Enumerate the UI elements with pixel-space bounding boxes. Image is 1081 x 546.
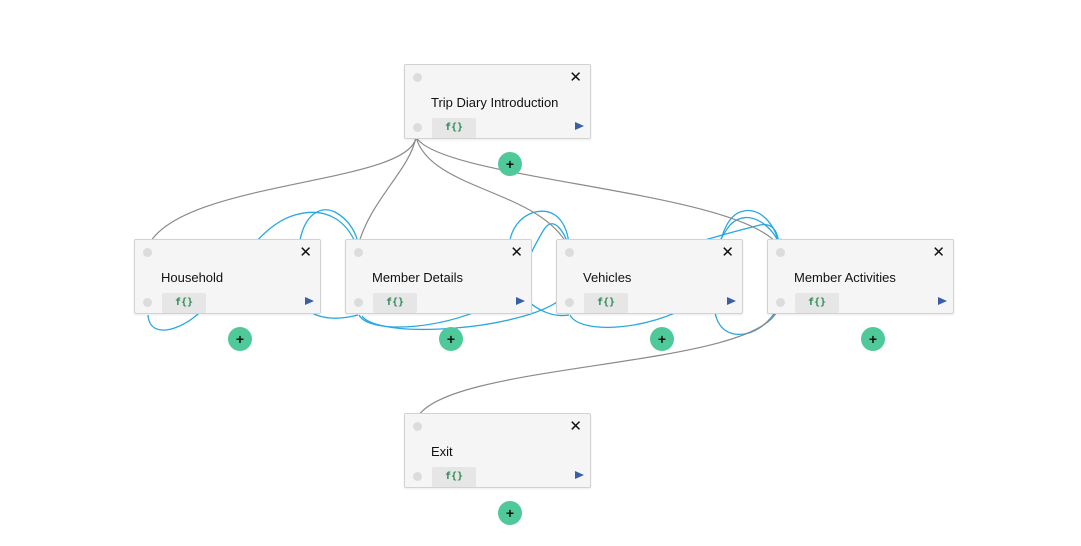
- output-port[interactable]: [143, 298, 152, 307]
- add-node-button[interactable]: +: [861, 327, 885, 351]
- function-button[interactable]: f{}: [432, 118, 476, 138]
- output-port[interactable]: [413, 472, 422, 481]
- node-title: Exit: [431, 444, 453, 459]
- flow-edge: [415, 136, 568, 246]
- node-title: Trip Diary Introduction: [431, 95, 559, 110]
- flow-edge: [416, 304, 780, 420]
- output-port[interactable]: [565, 298, 574, 307]
- close-icon[interactable]: ✕: [721, 244, 734, 261]
- function-button[interactable]: f{}: [432, 467, 476, 487]
- add-node-button[interactable]: +: [439, 327, 463, 351]
- node-member-activities[interactable]: ✕ Member Activities f{}: [767, 239, 954, 314]
- output-port[interactable]: [776, 298, 785, 307]
- node-household[interactable]: ✕ Household f{}: [134, 239, 321, 314]
- close-icon[interactable]: ✕: [299, 244, 312, 261]
- node-title: Member Details: [372, 270, 464, 285]
- output-port[interactable]: [413, 123, 422, 132]
- node-trip-diary-introduction[interactable]: ✕ Trip Diary Introduction f{}: [404, 64, 591, 139]
- node-title: Vehicles: [583, 270, 632, 285]
- input-port[interactable]: [565, 248, 574, 257]
- input-port[interactable]: [776, 248, 785, 257]
- function-button[interactable]: f{}: [162, 293, 206, 313]
- close-icon[interactable]: ✕: [569, 69, 582, 86]
- flow-edge: [415, 136, 779, 246]
- node-exit[interactable]: ✕ Exit f{}: [404, 413, 591, 488]
- flow-edge: [148, 136, 417, 246]
- play-icon[interactable]: [305, 297, 314, 305]
- add-node-button[interactable]: +: [228, 327, 252, 351]
- function-button[interactable]: f{}: [795, 293, 839, 313]
- play-icon[interactable]: [938, 297, 947, 305]
- node-title: Member Activities: [794, 270, 896, 285]
- close-icon[interactable]: ✕: [932, 244, 945, 261]
- close-icon[interactable]: ✕: [569, 418, 582, 435]
- close-icon[interactable]: ✕: [510, 244, 523, 261]
- node-member-details[interactable]: ✕ Member Details f{}: [345, 239, 532, 314]
- flow-edge: [358, 136, 417, 246]
- play-icon[interactable]: [516, 297, 525, 305]
- play-icon[interactable]: [727, 297, 736, 305]
- output-port[interactable]: [354, 298, 363, 307]
- function-button[interactable]: f{}: [373, 293, 417, 313]
- add-node-button[interactable]: +: [498, 152, 522, 176]
- add-node-button[interactable]: +: [498, 501, 522, 525]
- node-vehicles[interactable]: ✕ Vehicles f{}: [556, 239, 743, 314]
- input-port[interactable]: [143, 248, 152, 257]
- node-title: Household: [161, 270, 224, 285]
- function-button[interactable]: f{}: [584, 293, 628, 313]
- input-port[interactable]: [354, 248, 363, 257]
- play-icon[interactable]: [575, 122, 584, 130]
- input-port[interactable]: [413, 422, 422, 431]
- add-node-button[interactable]: +: [650, 327, 674, 351]
- play-icon[interactable]: [575, 471, 584, 479]
- input-port[interactable]: [413, 73, 422, 82]
